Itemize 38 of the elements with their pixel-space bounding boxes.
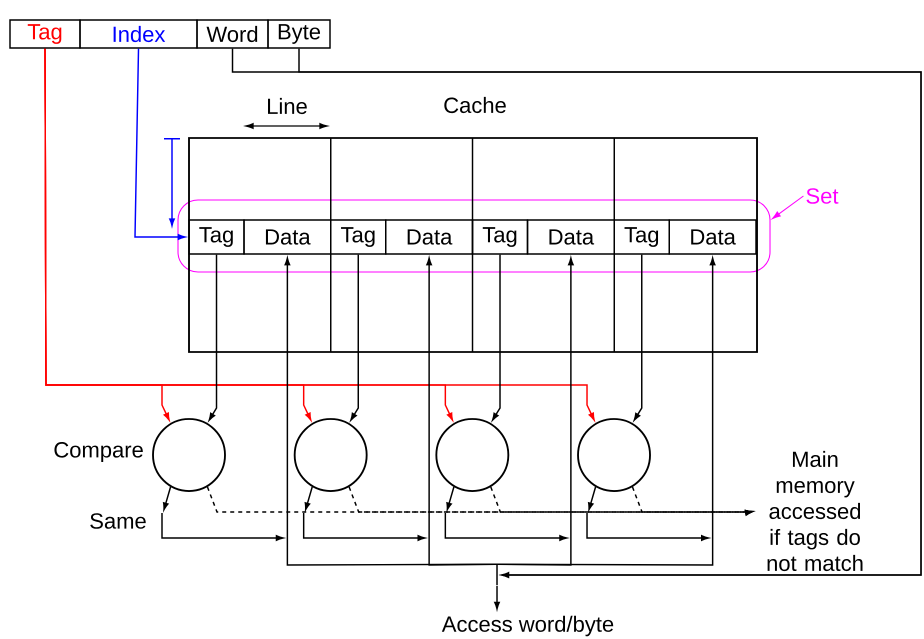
output-label: Same	[90, 513, 146, 529]
index-field: Index	[79, 19, 198, 49]
data-cell: Data	[243, 219, 332, 255]
tag-cell: Tag	[330, 219, 386, 255]
data-cell: Data	[668, 219, 757, 255]
byte-field: Byte	[267, 19, 331, 49]
arrow	[162, 486, 172, 510]
comparator-circle	[294, 418, 368, 492]
set-outline	[177, 199, 771, 273]
comparator-circle	[577, 418, 651, 492]
arrow	[634, 254, 642, 421]
arrow	[632, 486, 753, 516]
arrow	[588, 486, 596, 510]
tag-cell: Tag	[472, 219, 528, 255]
tag-cell: Tag	[188, 219, 245, 255]
arrow	[497, 258, 716, 566]
node-label: Cache	[444, 96, 506, 114]
tag-cell: Tag	[614, 219, 670, 255]
word-field: Word	[196, 19, 269, 49]
arrow	[492, 254, 501, 421]
arrow	[44, 48, 595, 420]
tag-field: Tag	[9, 19, 81, 49]
dimension-label: Line	[268, 98, 307, 114]
note-text: Main memory accessed if tags do not match	[768, 450, 862, 572]
leader-line	[772, 196, 804, 219]
arrow	[446, 486, 455, 510]
arrow	[494, 586, 500, 610]
arrow	[208, 254, 218, 421]
set-label: Set	[806, 188, 838, 204]
data-cell: Data	[385, 219, 474, 255]
arrow	[350, 254, 359, 421]
data-cell: Data	[526, 219, 615, 255]
arrow	[134, 48, 186, 240]
comparator-circle	[435, 418, 510, 492]
output-label: Access word/byte	[442, 616, 614, 636]
node-label: Compare	[54, 442, 143, 462]
arrow	[304, 486, 313, 510]
arrow	[426, 258, 498, 566]
